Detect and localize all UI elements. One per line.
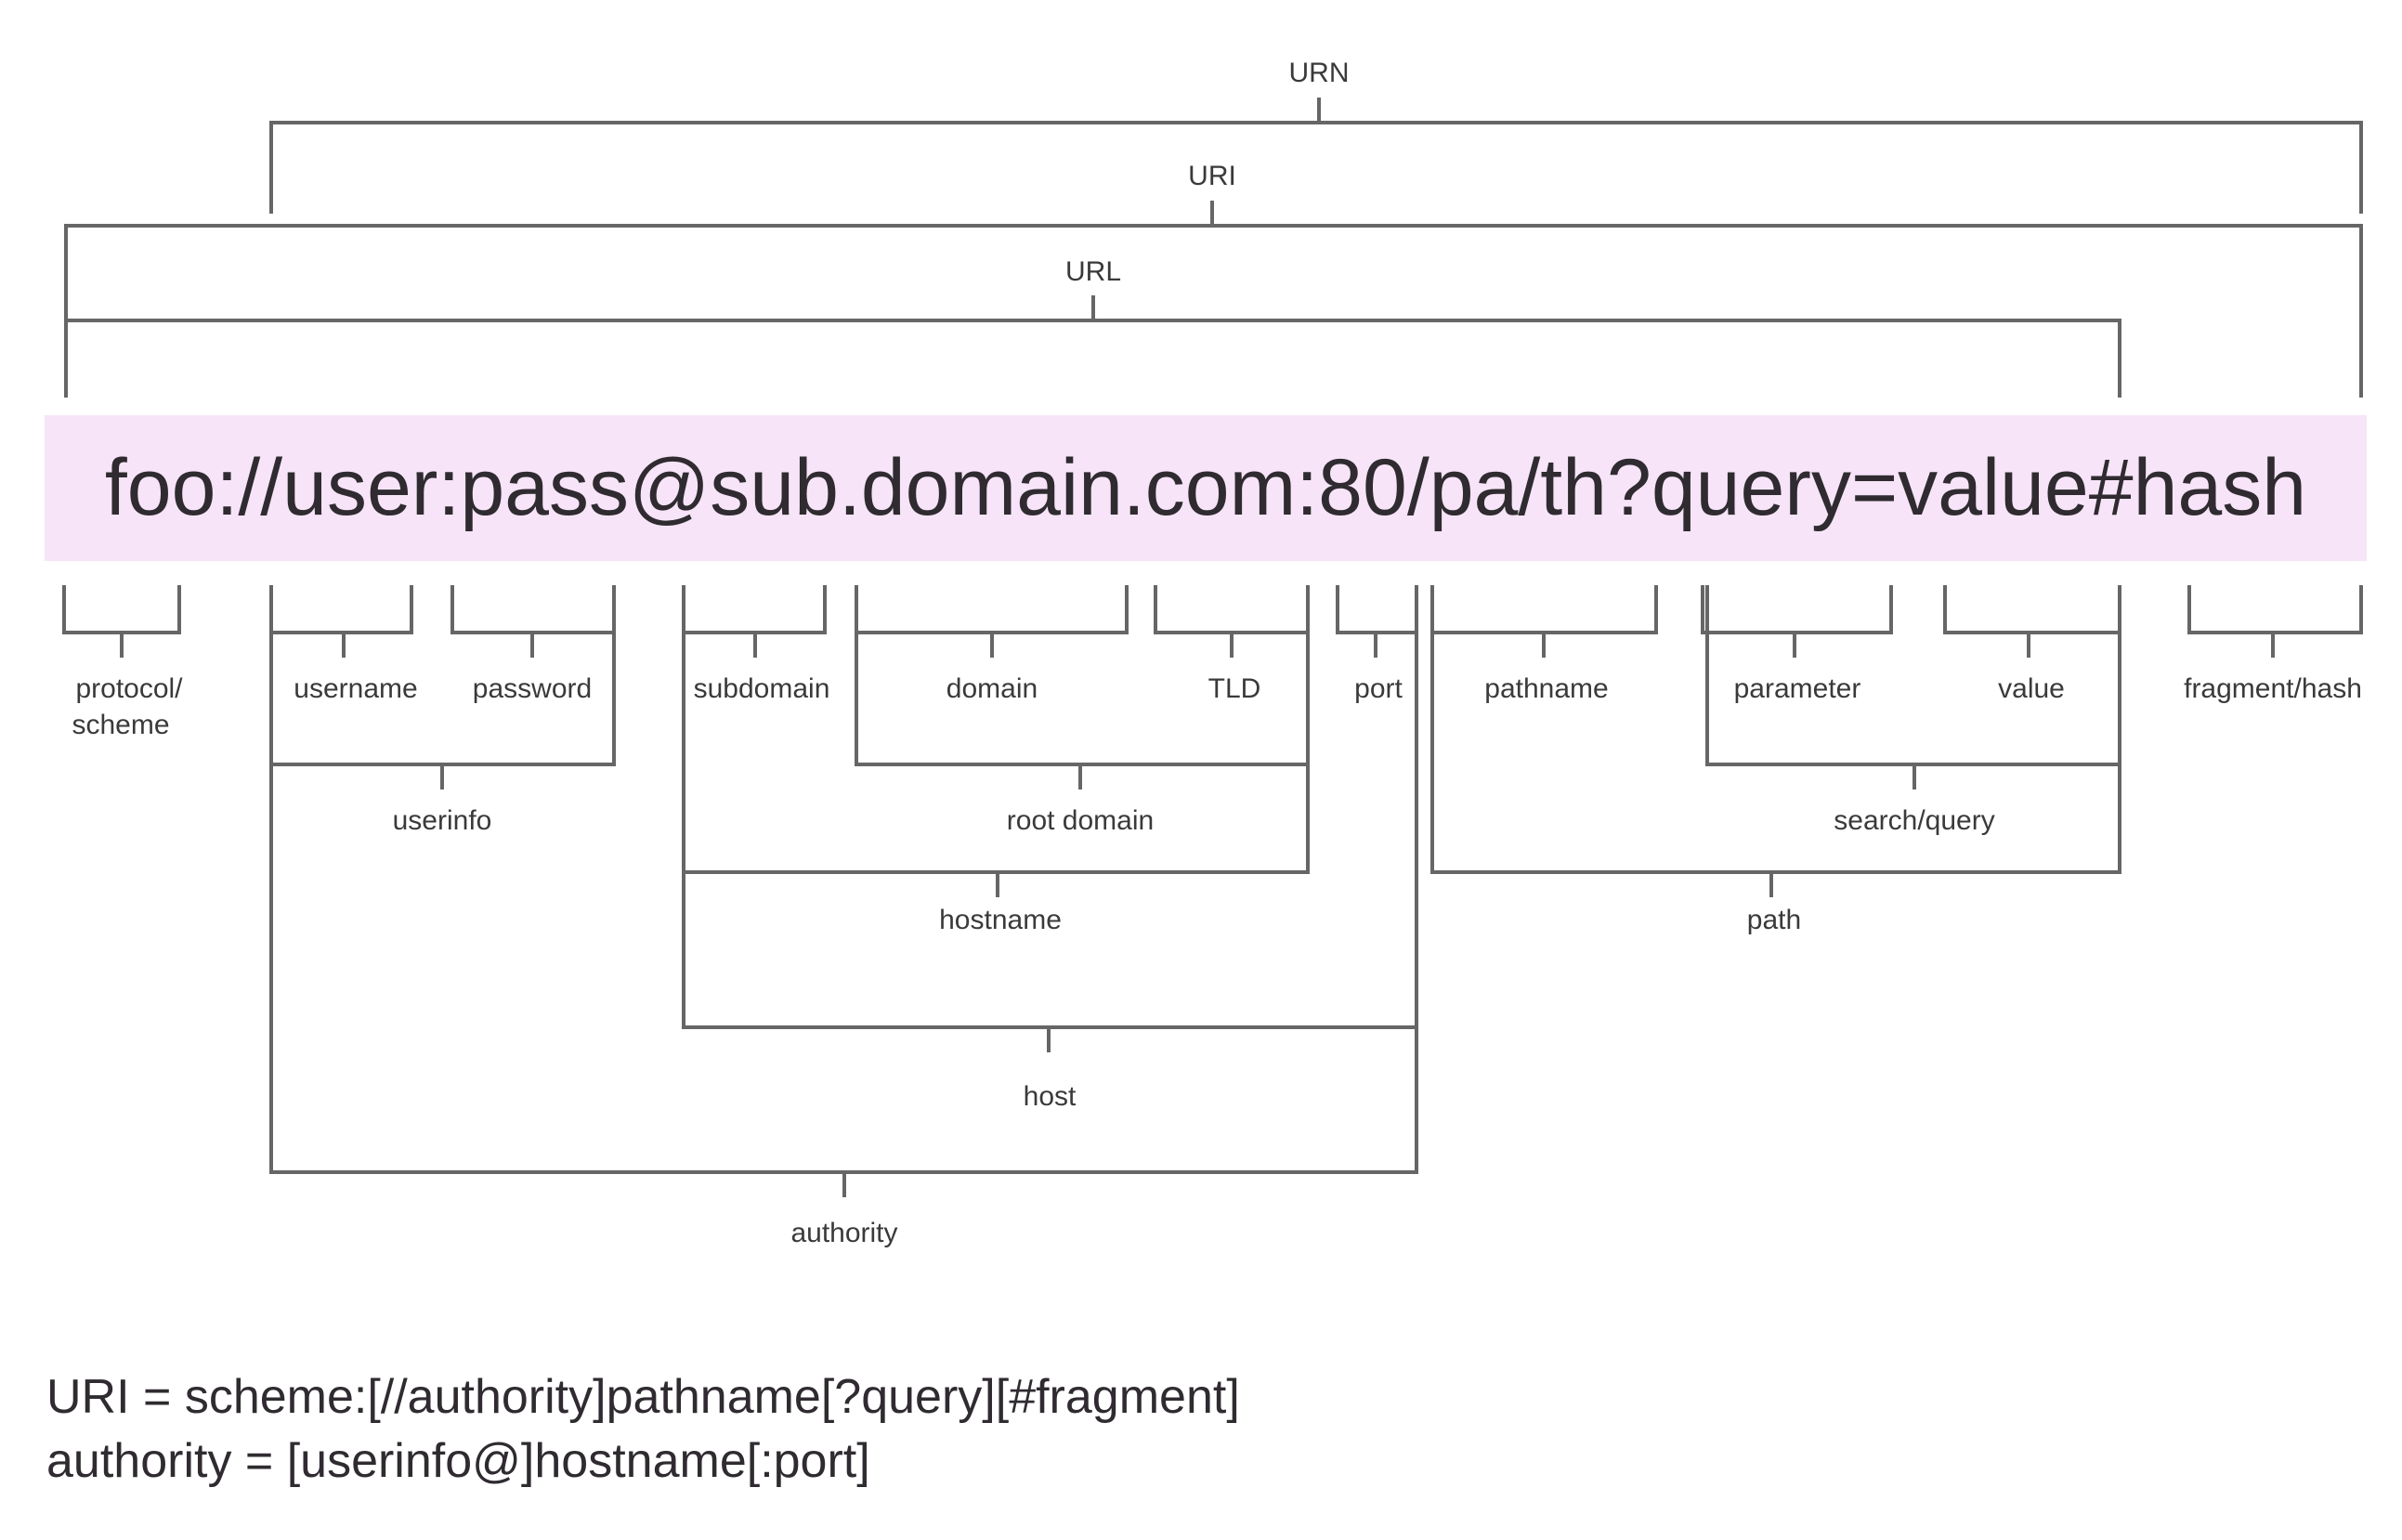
fragment-bracket — [2187, 585, 2363, 658]
domain-label: domain — [946, 673, 1038, 704]
uri-bracket — [64, 201, 2363, 398]
password-label: password — [473, 673, 592, 704]
domain-bracket — [855, 585, 1129, 658]
example-url: foo://user:pass@sub.domain.com:80/pa/th?… — [104, 443, 2307, 532]
uri-formula: URI = scheme:[//authority]pathname[?quer… — [46, 1370, 1240, 1424]
protocol-label: protocol/ — [75, 673, 183, 704]
host-label: host — [1024, 1081, 1077, 1112]
port-bracket — [1336, 585, 1418, 658]
protocol-bracket — [62, 585, 181, 658]
pathname-bracket — [1430, 585, 1658, 658]
tld-bracket — [1154, 585, 1310, 658]
hostname-label: hostname — [939, 905, 1062, 935]
path-bracket — [1430, 585, 2121, 897]
authority-bracket — [269, 585, 1418, 1197]
value-label: value — [1998, 673, 2065, 704]
subdomain-bracket — [682, 585, 827, 658]
url-highlight-band — [45, 415, 2367, 561]
fragment-label: fragment/hash — [2184, 673, 2362, 704]
pathname-label: pathname — [1484, 673, 1608, 704]
subdomain-label: subdomain — [694, 673, 830, 704]
search-query-label: search/query — [1834, 805, 1994, 836]
root-domain-label: root domain — [1007, 805, 1154, 836]
port-label: port — [1354, 673, 1403, 704]
authority-label: authority — [790, 1218, 897, 1248]
scheme-label: scheme — [72, 710, 169, 740]
url-label: URL — [1065, 256, 1121, 287]
username-bracket — [269, 585, 413, 658]
tld-label: TLD — [1208, 673, 1261, 704]
path-label: path — [1747, 905, 1801, 935]
urn-label: URN — [1289, 58, 1350, 88]
value-bracket — [1943, 585, 2121, 658]
authority-formula: authority = [userinfo@]hostname[:port] — [46, 1434, 870, 1488]
parameter-label: parameter — [1734, 673, 1861, 704]
username-label: username — [294, 673, 417, 704]
userinfo-label: userinfo — [393, 805, 492, 836]
parameter-bracket — [1701, 585, 1893, 658]
urn-bracket — [269, 98, 2363, 214]
uri-label: URI — [1188, 161, 1236, 191]
password-bracket — [450, 585, 616, 658]
url-bracket — [64, 295, 2121, 398]
